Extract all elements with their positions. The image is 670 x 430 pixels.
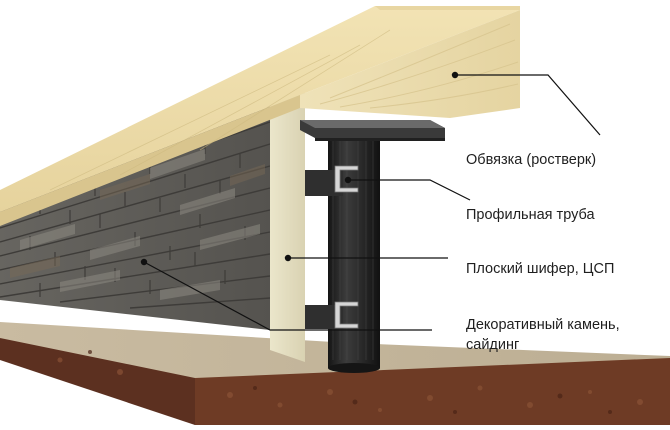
callout-lines [143,74,601,331]
label-decorative-stone-line1: Декоративный камень, [466,317,620,333]
decorative-stone-wall [0,100,271,330]
label-profile-pipe: Профильная труба [466,207,595,223]
label-decorative-stone: Декоративный камень, сайдинг [466,315,620,355]
profile-bracket-top [305,165,359,196]
callout-dots [140,71,459,266]
callout-line-binding [455,74,601,136]
steel-plate [300,120,445,141]
binding-beam [0,6,520,226]
ground-slab [0,322,670,425]
callout-line-profile [348,179,471,201]
profile-pipe [328,120,380,373]
callout-line-stone [143,261,432,331]
label-flat-slate: Плоский шифер, ЦСП [466,261,615,277]
label-decorative-stone-line2: сайдинг [466,337,520,353]
label-binding-beam: Обвязка (ростверк) [466,152,597,168]
profile-bracket-bottom [305,301,359,329]
